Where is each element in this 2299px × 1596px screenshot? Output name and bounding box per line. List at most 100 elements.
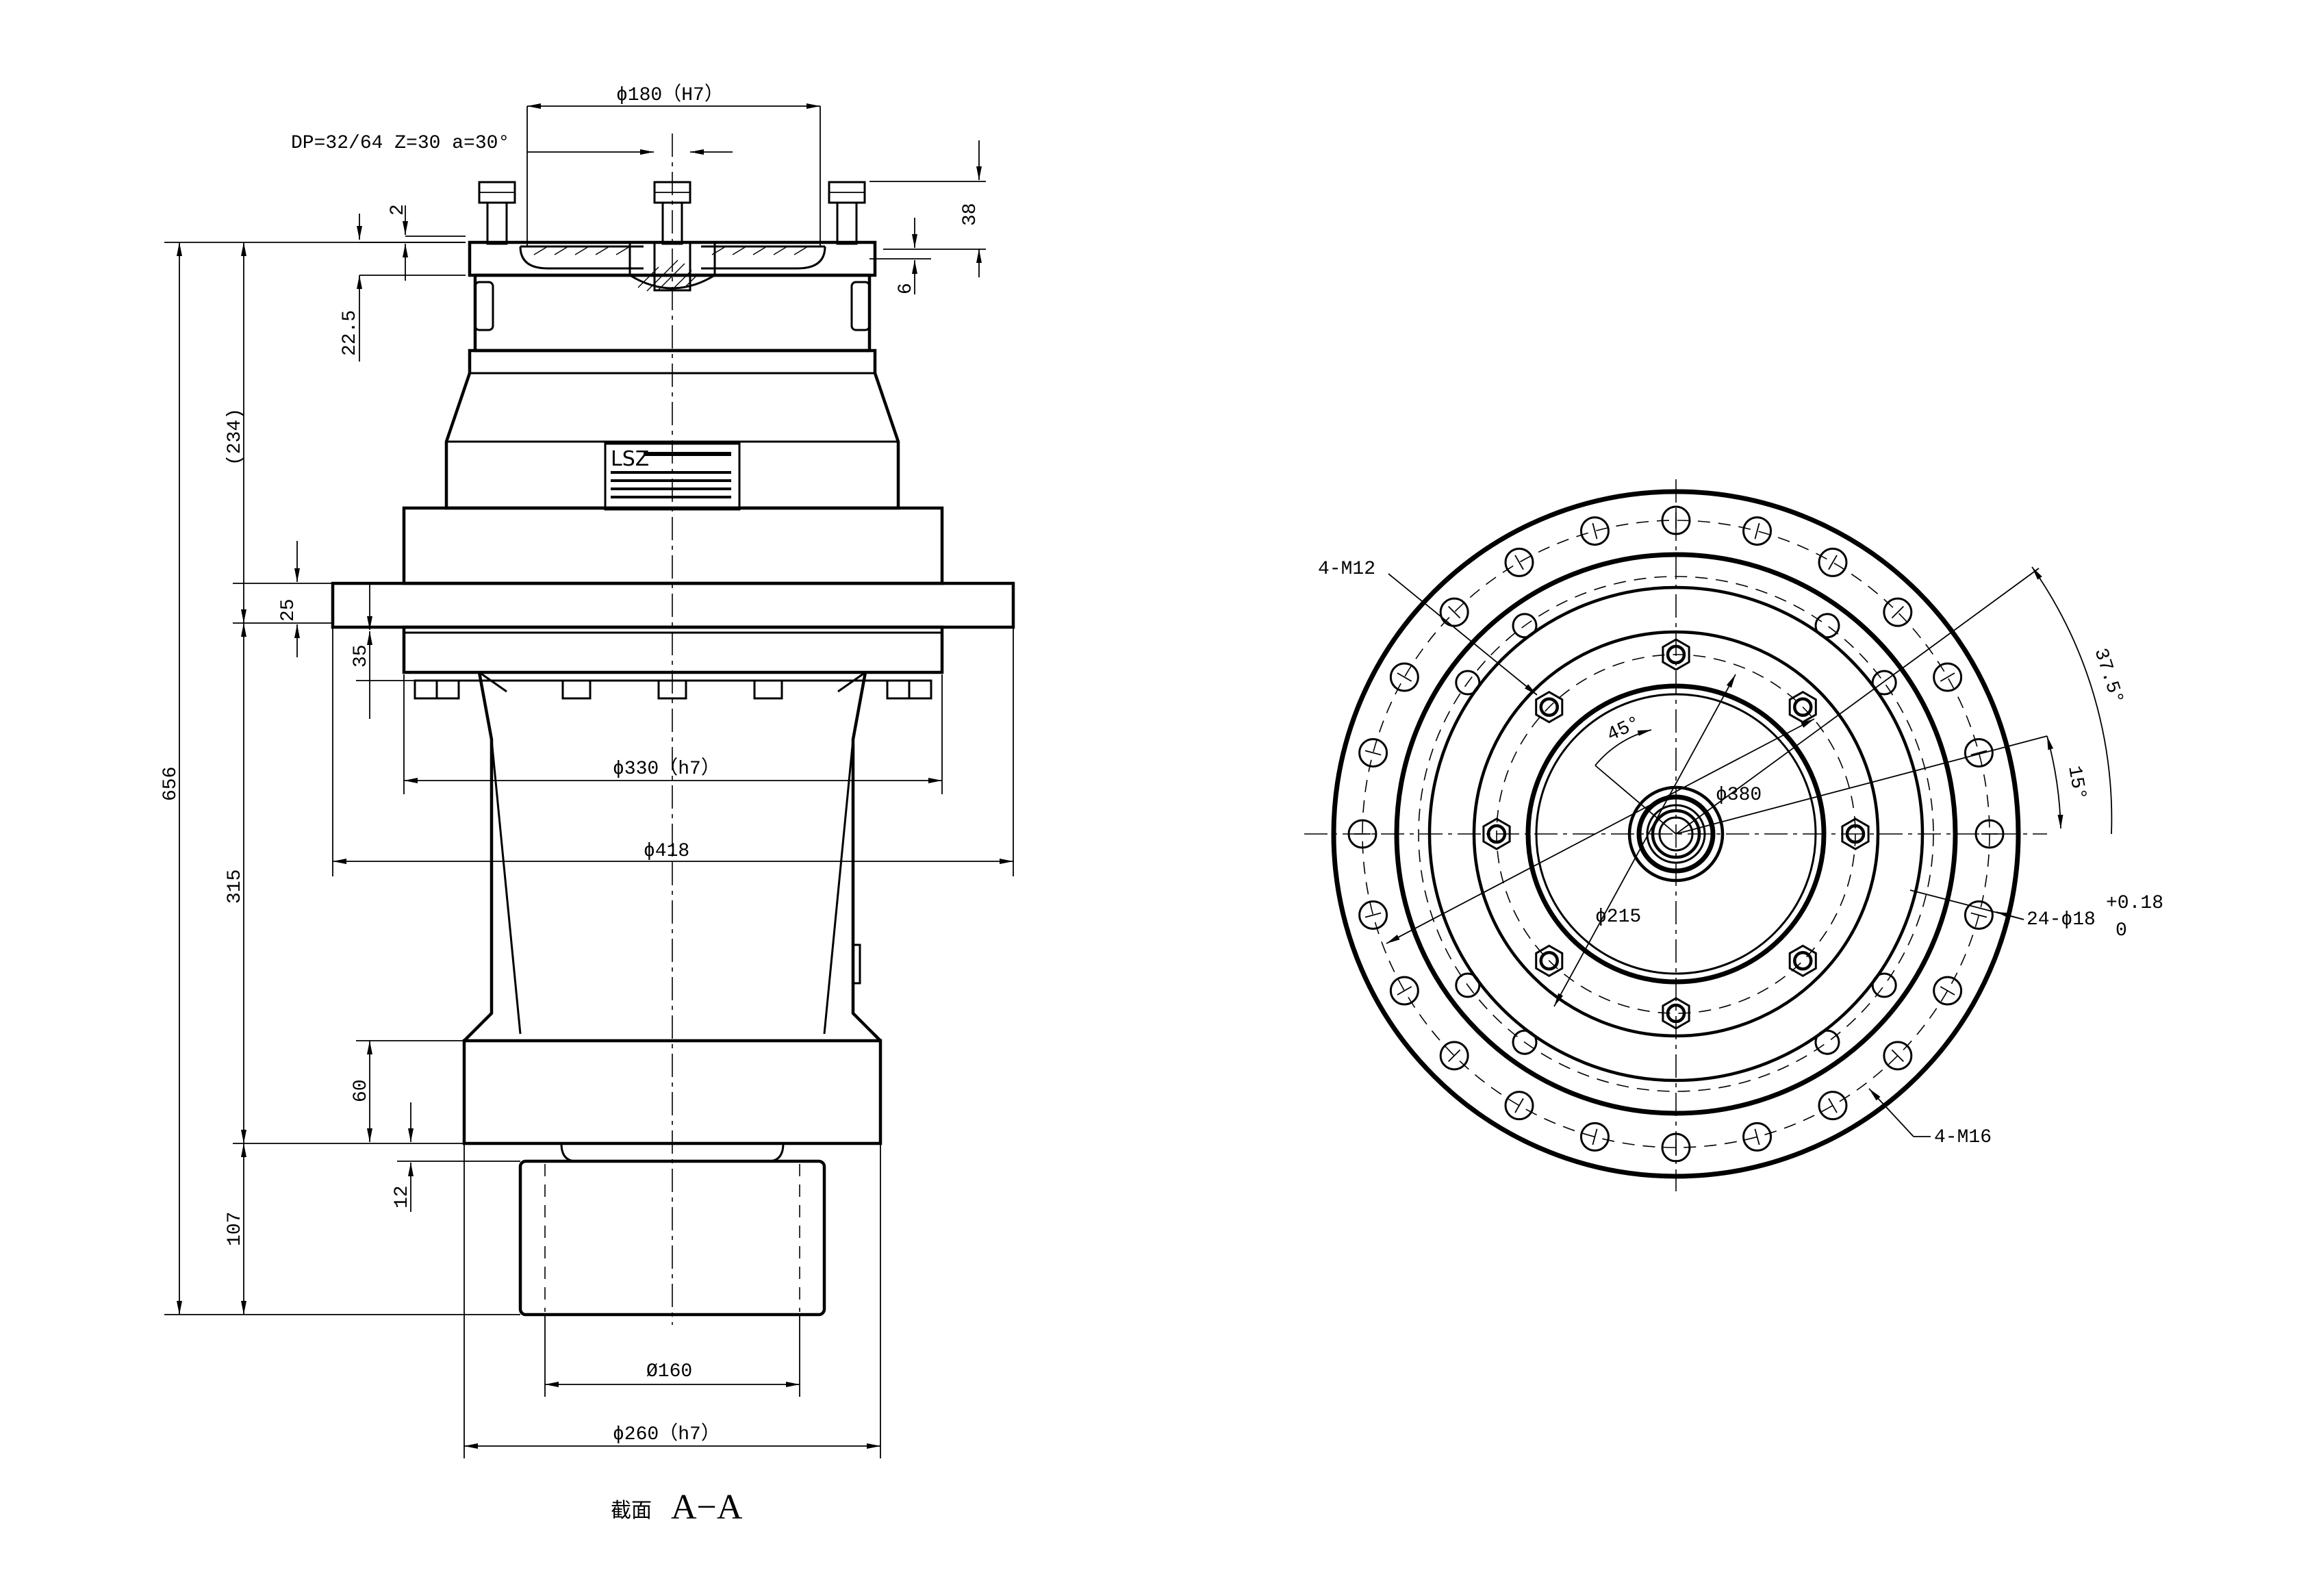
main-bolt-hole-mark (1940, 986, 1955, 996)
main-bolt-hole (1742, 516, 1773, 546)
dim-60: 60 (351, 1079, 372, 1102)
main-bolt-hole (1389, 662, 1419, 692)
dim-12: 12 (392, 1185, 413, 1208)
main-bolt-hole (1579, 1122, 1610, 1152)
main-bolt-hole-mark (1828, 555, 1838, 570)
main-bolt-hole-mark (1891, 606, 1904, 619)
main-bolt-hole-mark (1514, 555, 1524, 570)
dim-260-h7: ϕ260（h7） (613, 1422, 720, 1445)
top-bolt-right (828, 181, 866, 245)
main-bolt-hole-mark (1592, 1128, 1598, 1145)
m12-bolt-hole (1666, 644, 1686, 665)
dim-bore-h7: ϕ180（H7） (616, 83, 724, 106)
m12-hex-bolt (1788, 944, 1817, 978)
label-380: ϕ380 (1716, 785, 1762, 806)
section-label-name: A−A (671, 1488, 743, 1527)
inner-bolt-hole (1455, 670, 1481, 696)
main-bolt-hole (1579, 516, 1610, 546)
main-bolt-hole (1661, 1132, 1691, 1163)
dim-160: Ø160 (646, 1361, 692, 1382)
main-bolt-hole (1933, 662, 1963, 692)
main-bolt-hole (1964, 900, 1994, 930)
inner-bolt-hole (1455, 972, 1481, 998)
main-bolt-hole (1964, 737, 1994, 768)
main-bolt-hole (1661, 505, 1691, 535)
main-bolt-hole-mark (1397, 672, 1412, 682)
main-bolt-hole (1439, 1041, 1469, 1071)
label-4-m12: 4-M12 (1318, 559, 1375, 580)
dim-315: 315 (225, 870, 246, 904)
dim-107: 107 (225, 1212, 246, 1246)
dimension-lines: ϕ180（H7） DP=32/64 Z=30 a=30° 2 22.5 38 (160, 83, 1014, 1458)
main-bolt-hole (1347, 819, 1377, 849)
dim-656: 656 (160, 767, 181, 801)
dim-330-h7: ϕ330（h7） (613, 757, 720, 780)
label-tol-upper: +0.18 (2106, 893, 2163, 914)
m12-hex-bolt (1841, 818, 1870, 850)
main-bolt-hole-mark (1970, 750, 1987, 756)
inner-bolt-holes (1455, 613, 1897, 1055)
front-view: 4-M12 4-M16 45° 37.5° 15° ϕ380 ϕ215 24-ϕ… (1304, 479, 2163, 1191)
dim-234: (234) (225, 408, 246, 466)
main-bolt-hole-mark (1891, 1049, 1904, 1062)
main-flange (331, 506, 1015, 674)
m12-bolt-hole (1793, 697, 1813, 717)
main-bolt-hole (1818, 1091, 1848, 1121)
label-15-deg: 15° (2063, 764, 2090, 802)
top-bolt-left (478, 181, 516, 245)
inner-bolt-hole (1814, 1029, 1840, 1055)
section-label-prefix: 截面 (611, 1499, 652, 1523)
main-bolt-hole-mark (1970, 912, 1987, 918)
dim-22-5: 22.5 (340, 310, 361, 356)
nameplate-brand: LSZ (611, 447, 649, 471)
main-bolt-hole (1974, 819, 2005, 849)
main-bolt-hole (1933, 976, 1963, 1006)
inner-bolt-hole (1512, 613, 1538, 639)
main-bolt-hole (1883, 597, 1913, 627)
top-bolts (478, 181, 866, 245)
label-215: ϕ215 (1595, 907, 1641, 928)
main-bolt-hole (1389, 976, 1419, 1006)
section-label: 截面 A−A (611, 1488, 743, 1527)
dim-38: 38 (960, 203, 981, 226)
dim-25: 25 (278, 598, 299, 622)
dim-spline-spec: DP=32/64 Z=30 a=30° (291, 133, 509, 154)
front-annotations: 4-M12 4-M16 45° 37.5° 15° ϕ380 ϕ215 24-ϕ… (1318, 559, 2163, 1148)
m12-hex-bolt (1662, 638, 1690, 671)
main-bolt-holes (1347, 505, 2005, 1163)
section-view: LSZ (160, 83, 1015, 1527)
inner-bolt-hole (1512, 1029, 1538, 1055)
main-bolt-hole-mark (1364, 912, 1382, 918)
main-bolt-hole (1504, 1091, 1534, 1121)
inner-bolt-hole (1814, 613, 1840, 639)
main-bolt-hole-mark (1448, 606, 1461, 619)
dim-6: 6 (896, 283, 917, 294)
inner-bolt-hole (1871, 972, 1897, 998)
main-bolt-hole (1439, 597, 1469, 627)
label-tol-lower: 0 (2116, 920, 2127, 941)
main-bolt-hole-mark (1754, 1128, 1760, 1145)
main-bolt-hole (1742, 1122, 1773, 1152)
output-shaft (518, 1159, 826, 1317)
main-bolt-hole (1504, 547, 1534, 577)
main-bolt-hole-mark (1592, 522, 1598, 540)
flange-bolt-heads (414, 679, 932, 700)
m12-bolt-hole (1793, 951, 1813, 971)
dim-418: ϕ418 (644, 841, 689, 862)
main-bolt-hole-mark (1514, 1098, 1524, 1113)
main-bolt-hole-mark (1364, 750, 1382, 756)
main-bolt-hole-mark (1397, 986, 1412, 996)
main-bolt-hole-mark (1448, 1049, 1461, 1062)
dim-35: 35 (351, 644, 372, 668)
label-4-m16: 4-M16 (1934, 1127, 1992, 1148)
main-bolt-hole (1883, 1041, 1913, 1071)
main-bolt-hole-mark (1828, 1098, 1838, 1113)
main-bolt-hole (1818, 547, 1848, 577)
main-bolt-hole-mark (1940, 672, 1955, 682)
main-bolt-hole-mark (1754, 522, 1760, 540)
dim-2: 2 (388, 204, 409, 216)
label-24-holes: 24-ϕ18 (2027, 909, 2096, 930)
m12-bolt-hole (1845, 824, 1866, 844)
